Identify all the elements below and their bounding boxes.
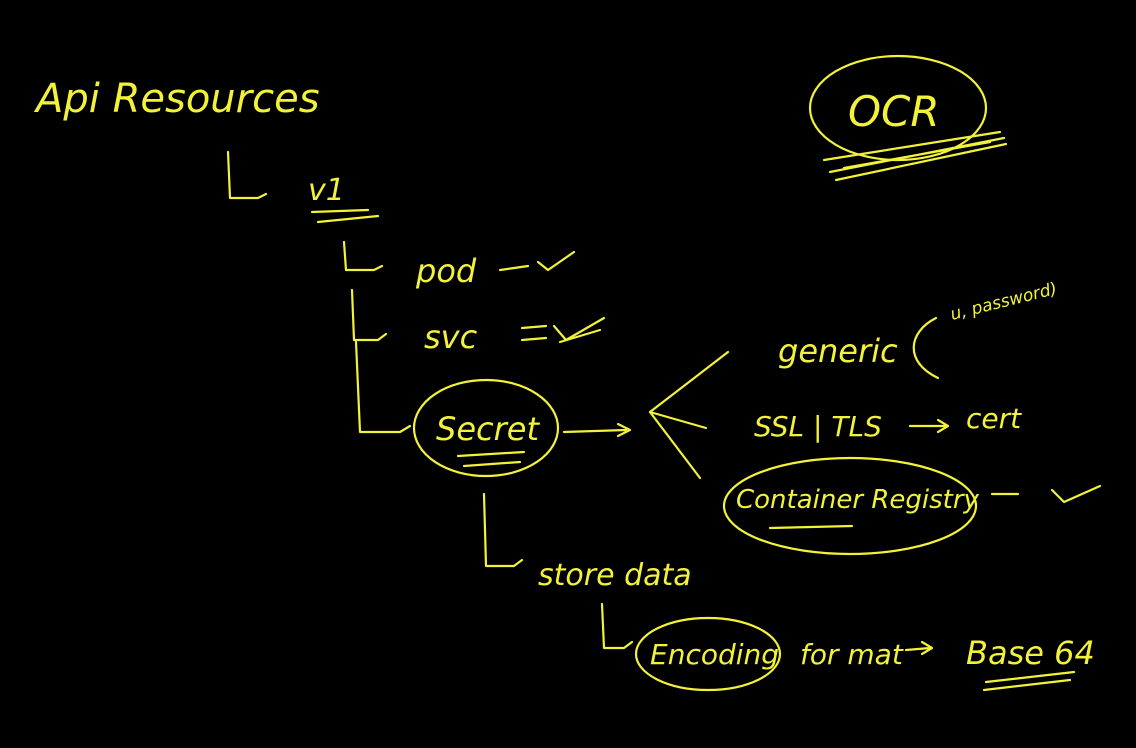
v1-underline (310, 208, 380, 224)
v1-connector (226, 150, 268, 200)
secret-underline (456, 450, 526, 468)
ocr-circle (808, 54, 988, 162)
generic-bracket (912, 316, 940, 380)
branch-to-ssl (648, 410, 708, 430)
secret-label: Secret (436, 410, 540, 448)
secret-connector (354, 340, 412, 434)
encoding-circle (634, 616, 782, 692)
cert-label: cert (966, 402, 1022, 435)
branch-to-generic (648, 350, 730, 414)
store-data-connector (482, 492, 524, 568)
title-label: Api Resources (33, 76, 320, 122)
store-data-label: store data (538, 558, 692, 593)
base64-label: Base 64 (966, 634, 1095, 672)
container-registry-label: Container Registry (736, 485, 980, 515)
encoding-connector (600, 602, 634, 650)
svc-equals (520, 324, 548, 342)
svc-connector (350, 288, 388, 342)
secret-circle (412, 378, 560, 478)
secret-arrow (562, 422, 632, 438)
registry-underline (768, 524, 854, 530)
pod-connector (342, 240, 384, 272)
generic-label: generic (778, 332, 898, 370)
ocr-hatch (822, 130, 1008, 182)
registry-check (1050, 484, 1102, 504)
branch-to-registry (648, 410, 702, 480)
generic-detail-label: u, password) (948, 279, 1059, 325)
pod-label: pod (415, 252, 477, 290)
ocr-label: OCR (848, 87, 940, 136)
cert-arrow (908, 418, 950, 434)
ssl-tls-label: SSL | TLS (754, 410, 882, 443)
format-arrow (904, 640, 934, 656)
pod-check (536, 250, 576, 272)
encoding-label: Encoding (650, 638, 779, 671)
base64-underline (982, 670, 1076, 692)
v1-label: v1 (308, 173, 345, 208)
pod-dash (498, 264, 530, 272)
svc-check (552, 316, 606, 344)
svc-label: svc (424, 318, 478, 356)
format-label: for mat (800, 638, 904, 671)
registry-circle (722, 456, 978, 556)
